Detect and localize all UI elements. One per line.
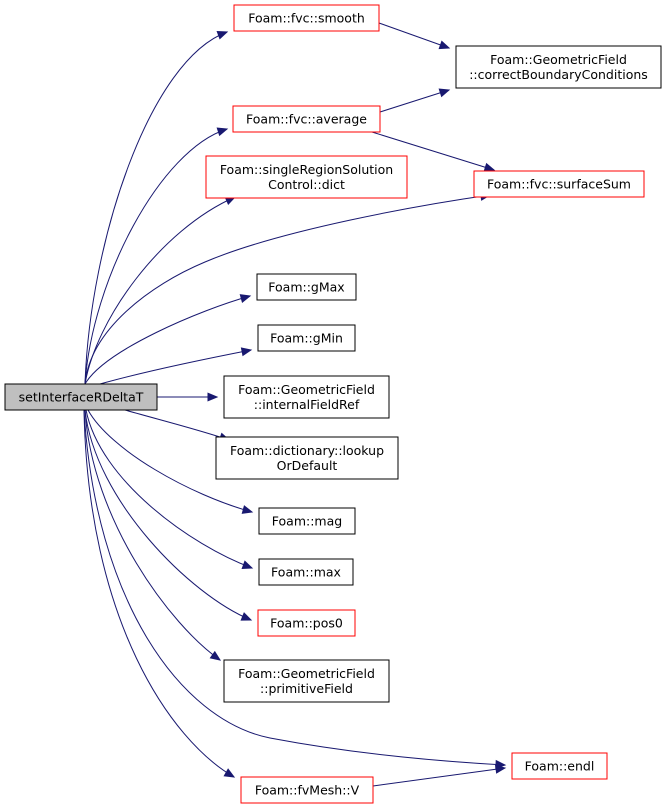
node-box xyxy=(4,383,158,411)
arrowhead xyxy=(494,764,507,774)
node-internalFieldRef[interactable]: Foam::GeometricField::internalFieldRef xyxy=(223,375,390,419)
node-label: ::internalFieldRef xyxy=(254,397,360,412)
arrowhead xyxy=(209,650,222,661)
node-box xyxy=(257,324,356,352)
node-label: Foam::max xyxy=(271,565,341,580)
node-label: Foam::fvc::smooth xyxy=(248,11,365,26)
node-mag[interactable]: Foam::mag xyxy=(258,507,356,535)
arrowhead xyxy=(216,127,229,137)
edge-fvMeshV-to-endl xyxy=(372,764,507,787)
node-gMin[interactable]: Foam::gMin xyxy=(257,324,356,352)
node-box xyxy=(233,4,380,32)
edge-root-to-gMax xyxy=(84,294,252,385)
node-box xyxy=(256,273,357,301)
node-average[interactable]: Foam::fvc::average xyxy=(232,105,381,133)
edges-layer xyxy=(83,22,507,787)
node-primitiveField[interactable]: Foam::GeometricField::primitiveField xyxy=(223,659,390,703)
node-label: Foam::gMax xyxy=(268,280,344,295)
node-box xyxy=(223,659,390,703)
nodes-layer: setInterfaceRDeltaT Foam::fvc::smoothFoam… xyxy=(4,4,662,804)
node-surfaceSum[interactable]: Foam::fvc::surfaceSum xyxy=(473,170,645,198)
arrowhead xyxy=(241,505,254,514)
node-box xyxy=(215,436,399,480)
node-box xyxy=(205,155,408,199)
edge-root-to-average xyxy=(84,127,229,385)
edge-root-to-gMin xyxy=(99,347,253,385)
edge-root-to-dict xyxy=(84,196,237,385)
node-label: Control::dict xyxy=(268,177,345,192)
node-label: OrDefault xyxy=(277,458,338,473)
node-label: Foam::endl xyxy=(525,759,595,774)
arrowhead xyxy=(239,294,252,303)
edge-root-to-pos0 xyxy=(84,409,253,621)
arrowhead xyxy=(223,768,236,778)
node-root[interactable]: setInterfaceRDeltaT xyxy=(4,383,158,411)
arrowhead xyxy=(240,347,253,357)
edge-root-to-fvMeshV xyxy=(83,409,236,778)
node-box xyxy=(257,609,356,637)
node-gMax[interactable]: Foam::gMax xyxy=(256,273,357,301)
node-label: Foam::GeometricField xyxy=(238,382,375,397)
arrowhead xyxy=(438,40,451,50)
edge-root-to-mag xyxy=(87,409,254,514)
node-box xyxy=(258,558,354,586)
node-label: Foam::fvc::surfaceSum xyxy=(487,177,631,192)
node-box xyxy=(455,45,662,89)
node-label: Foam::GeometricField xyxy=(490,52,627,67)
edge-root-to-lookupOrDefault xyxy=(124,409,231,442)
node-label: Foam::fvMesh::V xyxy=(255,783,360,798)
node-label: Foam::fvc::average xyxy=(246,112,367,127)
node-label: Foam::dictionary::lookup xyxy=(230,443,384,458)
node-box xyxy=(223,375,390,419)
node-label: ::primitiveField xyxy=(260,681,353,696)
node-label: Foam::GeometricField xyxy=(238,666,375,681)
node-pos0[interactable]: Foam::pos0 xyxy=(257,609,356,637)
node-label: Foam::mag xyxy=(272,514,342,529)
edge-smooth-to-correctBC xyxy=(378,22,451,50)
node-box xyxy=(258,507,356,535)
edge-average-to-surfaceSum xyxy=(371,131,496,172)
node-correctBC[interactable]: Foam::GeometricField::correctBoundaryCon… xyxy=(455,45,662,89)
edge-root-to-internalFieldRef xyxy=(157,392,219,402)
node-box xyxy=(511,752,608,780)
node-label: setInterfaceRDeltaT xyxy=(19,390,144,405)
arrowhead xyxy=(483,162,496,172)
node-label: Foam::pos0 xyxy=(270,616,343,631)
node-box xyxy=(473,170,645,198)
arrowhead xyxy=(241,560,254,569)
arrowhead xyxy=(438,88,451,98)
arrowhead xyxy=(216,30,229,40)
node-box xyxy=(232,105,381,133)
arrowhead xyxy=(240,612,253,621)
edge-average-to-correctBC xyxy=(379,88,451,113)
node-endl[interactable]: Foam::endl xyxy=(511,752,608,780)
node-label: Foam::gMin xyxy=(270,331,343,346)
edge-root-to-smooth xyxy=(84,30,229,385)
node-label: ::correctBoundaryConditions xyxy=(469,67,648,82)
arrowhead xyxy=(207,392,219,402)
edge-root-to-max xyxy=(85,409,254,569)
node-fvMeshV[interactable]: Foam::fvMesh::V xyxy=(240,776,374,804)
node-label: Foam::singleRegionSolution xyxy=(220,162,393,177)
edge-root-to-primitiveField xyxy=(84,409,222,661)
node-box xyxy=(240,776,374,804)
node-smooth[interactable]: Foam::fvc::smooth xyxy=(233,4,380,32)
node-max[interactable]: Foam::max xyxy=(258,558,354,586)
